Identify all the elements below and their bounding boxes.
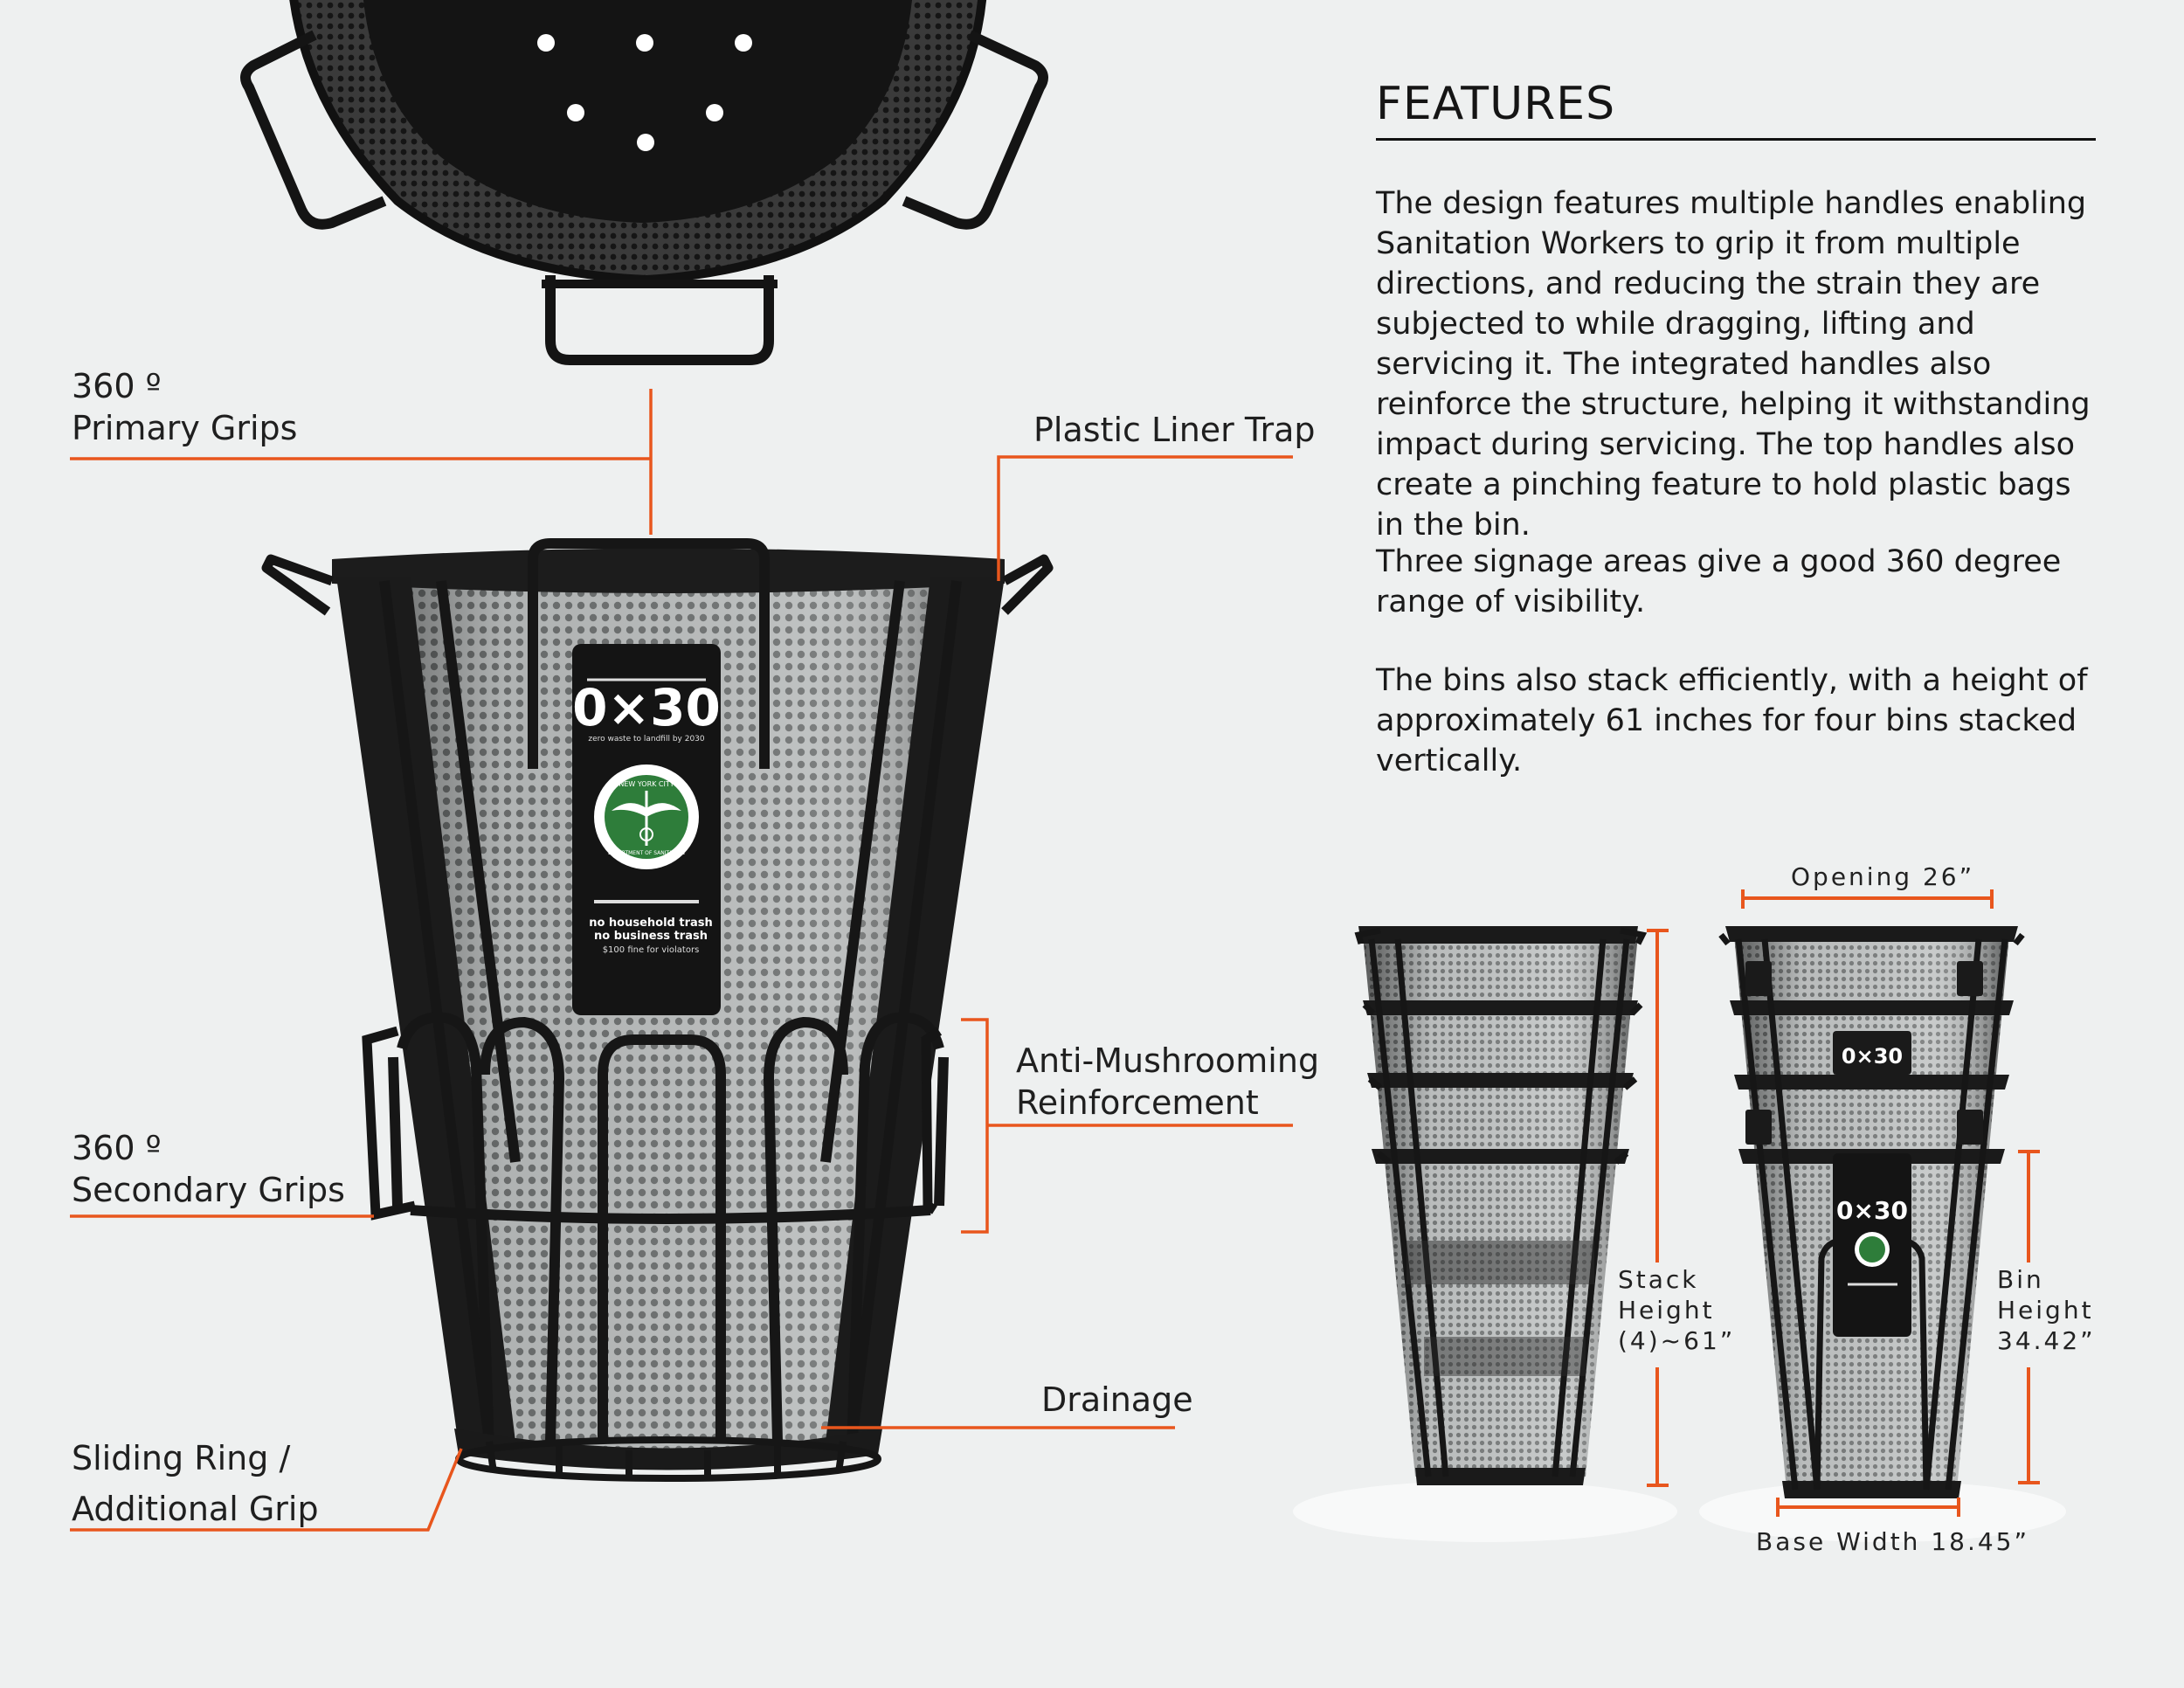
dimension-stack-height: Stack Height (4)~61” — [1618, 1264, 1735, 1356]
signage-tagline: zero waste to landfill by 2030 — [588, 735, 705, 744]
signage-line3: $100 fine for violators — [603, 945, 700, 955]
secondary-grips-degree: 360 º — [72, 1129, 162, 1167]
primary-grips-label: Primary Grips — [72, 409, 298, 447]
callout-primary-grips: 360 º Primary Grips — [72, 365, 297, 449]
dimension-bin-height: Bin Height 34.42” — [1997, 1264, 2096, 1356]
main-bin: 0×30 zero waste to landfill by 2030 NEW … — [261, 538, 1054, 1482]
signage-line1: no household trash — [589, 917, 713, 930]
small-signage-logo: 0×30 — [1836, 1196, 1908, 1225]
sliding-ring-line2: Additional Grip — [72, 1490, 319, 1528]
stacked-bins — [1293, 926, 1677, 1542]
callout-secondary-grips: 360 º Secondary Grips — [72, 1127, 345, 1211]
dimension-lines — [1647, 889, 2040, 1517]
anti-mushrooming-line2: Reinforcement — [1016, 1083, 1259, 1122]
anti-mushrooming-line1: Anti-Mushrooming — [1016, 1041, 1320, 1080]
bin-height-line3: 34.42” — [1997, 1326, 2096, 1355]
stack-height-line3: (4)~61” — [1618, 1326, 1736, 1355]
callout-sliding-ring: Sliding Ring / Additional Grip — [72, 1433, 319, 1534]
features-paragraph-2: Three signage areas give a good 360 degr… — [1376, 544, 2062, 619]
single-bin: 0×30 0×30 — [1699, 926, 2066, 1542]
sliding-ring-line1: Sliding Ring / — [72, 1439, 291, 1477]
signage-line2: no business trash — [594, 930, 708, 943]
signage-logo: 0×30 — [572, 678, 721, 737]
top-view-bin — [240, 0, 1048, 365]
secondary-grips-label: Secondary Grips — [72, 1171, 345, 1209]
dimension-base-width: Base Width 18.45” — [1756, 1527, 2029, 1556]
stack-height-line2: Height — [1618, 1296, 1715, 1325]
callout-anti-mushrooming: Anti-Mushrooming Reinforcement — [1016, 1040, 1319, 1124]
seal-top-text: NEW YORK CITY — [619, 780, 674, 788]
features-paragraph-3: The bins also stack efficiently, with a … — [1376, 663, 2088, 778]
features-paragraph-1: The design features multiple handles ena… — [1376, 186, 2091, 543]
dimension-opening: Opening 26” — [1791, 862, 1975, 891]
seal-bottom-text: DEPARTMENT OF SANITATION — [608, 850, 685, 856]
callout-lines — [70, 389, 1293, 1532]
callout-plastic-liner-trap: Plastic Liner Trap — [1033, 411, 1316, 449]
features-title: FEATURES — [1376, 78, 1616, 130]
callout-drainage: Drainage — [1041, 1380, 1193, 1419]
bin-height-line1: Bin — [1997, 1265, 2044, 1294]
primary-grips-degree: 360 º — [72, 367, 162, 405]
features-divider — [1376, 138, 2096, 141]
stack-height-line1: Stack — [1618, 1265, 1699, 1294]
bin-height-line2: Height — [1997, 1296, 2094, 1325]
small-badge-logo: 0×30 — [1842, 1044, 1903, 1069]
